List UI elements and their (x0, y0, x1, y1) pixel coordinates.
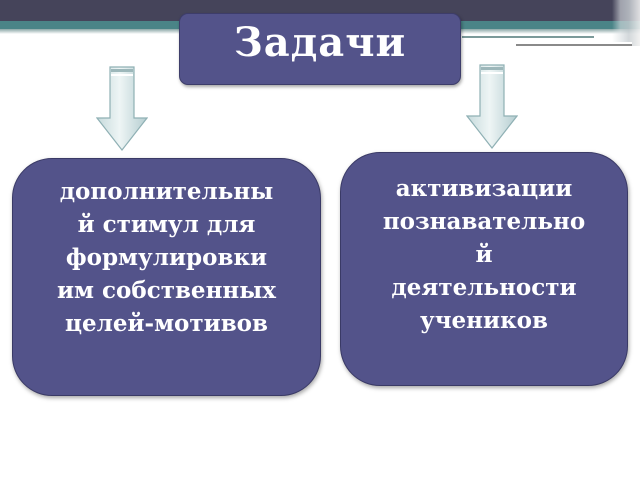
header-band (0, 0, 640, 21)
decorative-line (516, 42, 632, 46)
slide-title: Задачи (233, 18, 407, 66)
arrow-down-icon (465, 64, 519, 150)
header-right-decoration (612, 0, 640, 46)
task-card-right: активизации познавательно й деятельности… (340, 152, 628, 386)
task-card-text: активизации познавательно й деятельности… (382, 174, 586, 334)
decorative-line (462, 34, 594, 38)
title-box: Задачи (179, 13, 461, 85)
task-card-left: дополнительны й стимул для формулировки … (12, 158, 321, 396)
task-card-text: дополнительны й стимул для формулировки … (56, 177, 277, 337)
arrow-down-icon (95, 66, 149, 152)
